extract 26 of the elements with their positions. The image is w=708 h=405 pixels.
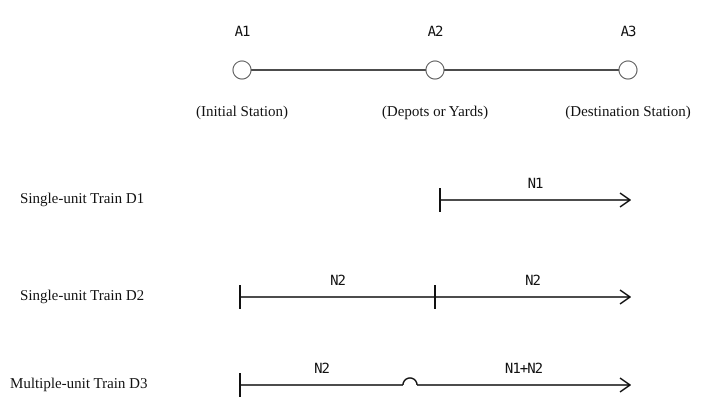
edge-label: N2 [314, 361, 329, 377]
connector-line [251, 69, 426, 71]
station-code: A1 [234, 24, 250, 40]
edge-label: N1 [528, 176, 542, 192]
edge-label: N2 [525, 273, 540, 289]
tick-mark [434, 285, 436, 309]
station-code: A3 [620, 24, 636, 40]
station-name: (Initial Station) [194, 104, 290, 121]
train-label: Multiple-unit Train D3 [10, 376, 148, 393]
connector-line [444, 69, 619, 71]
station-name: (Depots or Yards) [380, 104, 490, 121]
edge-label: N1+N2 [504, 361, 542, 377]
arrow [435, 289, 631, 305]
station-name: (Destination Station) [564, 104, 692, 121]
connector-line [240, 384, 403, 386]
tick-mark [439, 188, 441, 212]
arrow [440, 192, 631, 208]
train-label: Single-unit Train D2 [20, 288, 144, 305]
arrow [417, 377, 631, 393]
tick-mark [239, 285, 241, 309]
line-hop [402, 376, 418, 386]
connector-line [240, 296, 435, 298]
station-code: A2 [426, 24, 444, 40]
tick-mark [239, 373, 241, 397]
edge-label: N2 [330, 273, 345, 289]
train-label: Single-unit Train D1 [20, 191, 144, 208]
